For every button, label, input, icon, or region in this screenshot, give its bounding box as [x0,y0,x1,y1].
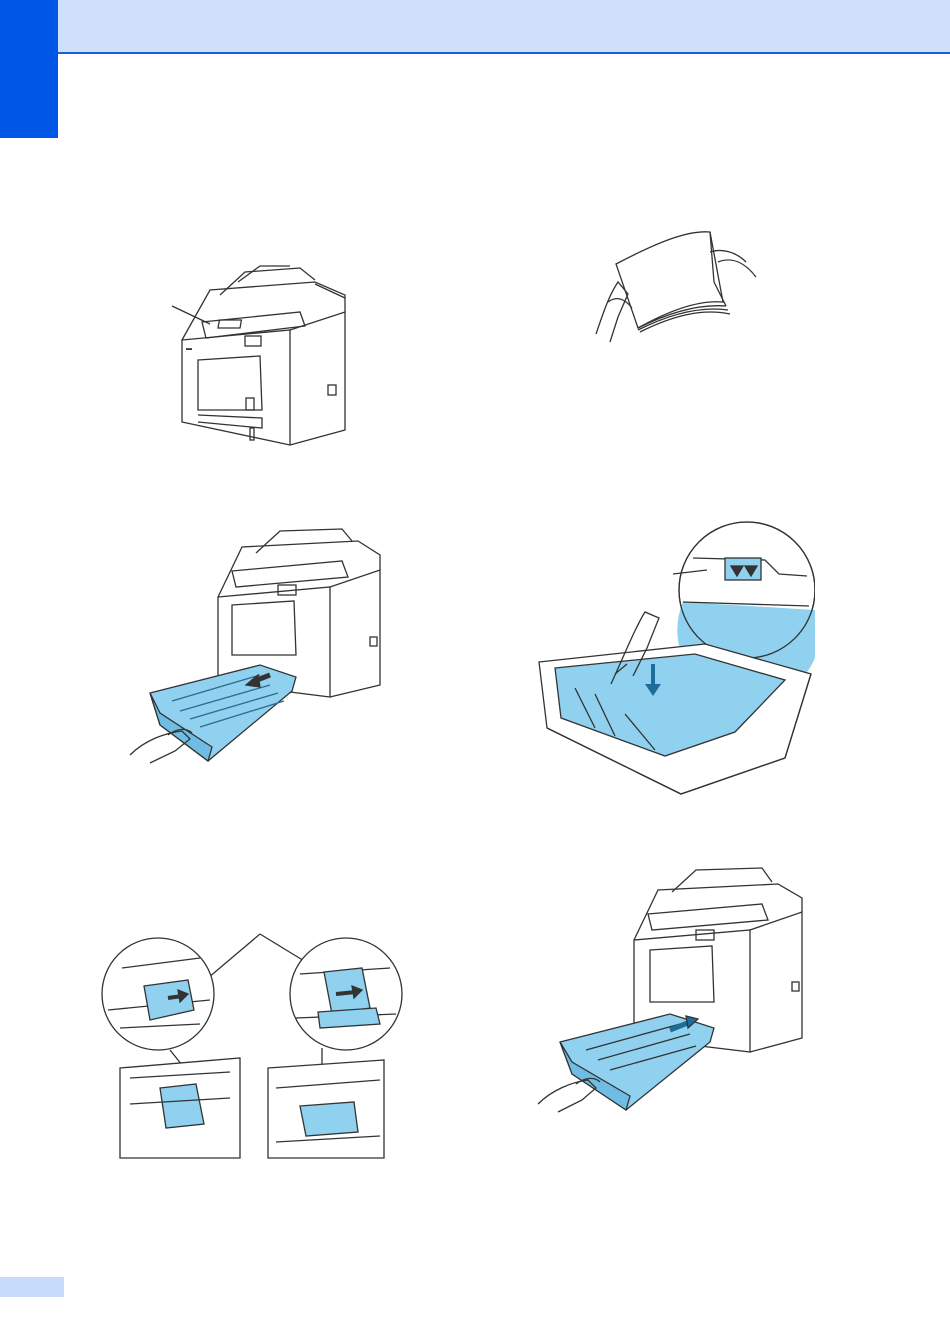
fanning-paper-icon [588,222,758,352]
pull-out-tray-figure [120,525,385,773]
page-footer-tab [0,1277,64,1297]
fan-paper-figure [588,222,758,352]
chapter-tab [0,0,58,138]
tray-insertion-icon [530,862,820,1127]
reinsert-tray-figure [530,862,820,1127]
printer-control-panel-figure: ▬ [150,260,360,455]
tray-removal-icon [120,525,385,773]
paper-guide-icon [100,928,405,1160]
printer-with-callout-icon: ▬ [150,260,360,455]
svg-text:▬: ▬ [186,346,192,352]
paper-loading-icon [535,518,815,796]
adjust-guides-figure [100,928,405,1160]
page-header-band [58,0,950,54]
load-paper-figure [535,518,815,796]
